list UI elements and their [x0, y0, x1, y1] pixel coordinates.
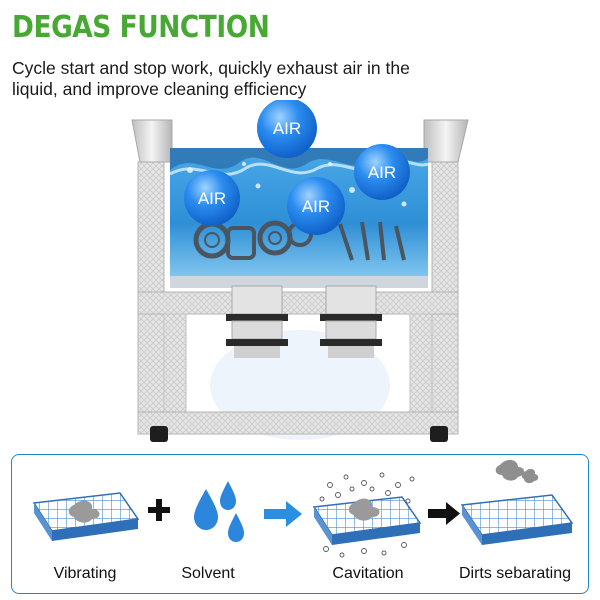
- air-bubble-label: AIR: [302, 197, 330, 216]
- arrow-right-blue-icon: [264, 501, 302, 527]
- air-bubble-label: AIR: [198, 189, 226, 208]
- transducers: [226, 285, 382, 358]
- step-label-solvent: Solvent: [181, 565, 235, 582]
- ultrasonic-cleaner-illustration: AIR AIR AIR AIR: [131, 100, 469, 442]
- air-bubble: AIR: [287, 177, 345, 235]
- plus-icon: [148, 499, 170, 521]
- air-bubble: AIR: [354, 144, 410, 200]
- air-bubble: AIR: [184, 170, 240, 226]
- small-bubbles: [187, 162, 407, 207]
- step-label-dirts-separating: Dirts sebarating: [458, 565, 572, 582]
- vibrating-tile-icon: [32, 492, 140, 541]
- dirts-separating-tile-icon: [460, 459, 574, 545]
- solvent-drops-icon: [194, 481, 244, 542]
- arrow-right-black-icon: [428, 502, 460, 525]
- process-panel: Vibrating Solvent Cavitation Dirts sebar…: [11, 454, 589, 594]
- process-diagram: [32, 459, 574, 558]
- step-label-cavitation: Cavitation: [332, 565, 404, 582]
- tank-frame: [131, 119, 469, 442]
- headline: DEGAS FUNCTION: [12, 10, 270, 45]
- air-bubble-label: AIR: [273, 119, 301, 138]
- step-label-vibrating: Vibrating: [53, 565, 117, 582]
- description: Cycle start and stop work, quickly exhau…: [12, 58, 410, 99]
- cavitation-tile-icon: [312, 472, 422, 558]
- air-bubble-label: AIR: [368, 163, 396, 182]
- air-bubble: AIR: [257, 100, 317, 158]
